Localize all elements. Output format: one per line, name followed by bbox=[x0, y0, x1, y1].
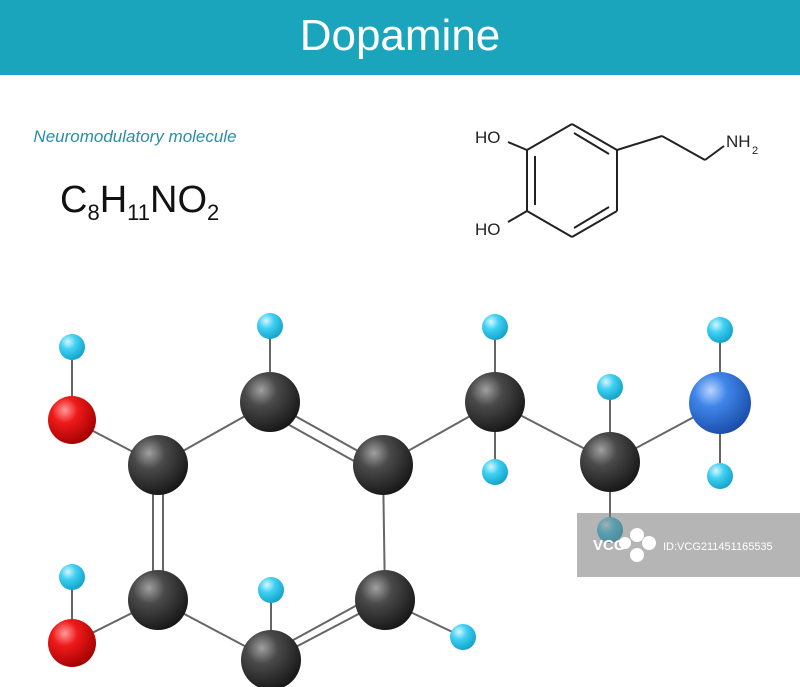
formula-carbon-count: 8 bbox=[87, 200, 100, 225]
hydrogen-atom-cb-top bbox=[597, 374, 623, 400]
ring-inner-bond-1 bbox=[573, 132, 610, 155]
chain-bond-2 bbox=[661, 135, 706, 161]
watermark-flower-icon bbox=[619, 528, 656, 562]
ring-bond-4 bbox=[571, 210, 618, 238]
formula-oxygen: O bbox=[177, 179, 208, 221]
watermark-logo: VCG bbox=[593, 537, 626, 554]
hydrogen-atom-ca-bottom bbox=[482, 459, 508, 485]
carbon-atom-c4 bbox=[241, 630, 301, 687]
formula-nitrogen: N bbox=[150, 179, 178, 221]
formula-hydrogen: H bbox=[99, 179, 128, 221]
carbon-atom-c2 bbox=[353, 435, 413, 495]
chemical-formula: C8H11NO2 bbox=[60, 176, 219, 224]
carbon-atom-c3 bbox=[355, 570, 415, 630]
formula-carbon: C bbox=[60, 179, 88, 221]
hydroxyl-label-top: HO bbox=[475, 128, 501, 147]
ring-bond-1 bbox=[526, 123, 573, 151]
chain-bond-3 bbox=[704, 145, 725, 161]
hydroxyl-label-bottom: HO bbox=[475, 220, 501, 239]
oxygen-atom-1 bbox=[48, 396, 96, 444]
ring-inner-bond-2 bbox=[573, 206, 610, 229]
page-title: Dopamine bbox=[299, 11, 501, 60]
hydrogen-atom-o1 bbox=[59, 334, 85, 360]
hydrogen-atom-ca-top bbox=[482, 314, 508, 340]
carbon-atom-ca bbox=[465, 372, 525, 432]
hydrogen-atom-c4 bbox=[258, 577, 284, 603]
carbon-atom-cb bbox=[580, 432, 640, 492]
ring-bond-2 bbox=[571, 123, 618, 151]
carbon-atom-c1 bbox=[240, 372, 300, 432]
nitrogen-atom bbox=[689, 372, 751, 434]
hydrogen-atom-c3 bbox=[450, 624, 476, 650]
hydrogen-atom-n-bottom bbox=[707, 463, 733, 489]
oxygen-atom-2 bbox=[48, 619, 96, 667]
hydrogen-atom-c1 bbox=[257, 313, 283, 339]
watermark-id: ID:VCG211451165535 bbox=[663, 541, 773, 553]
amine-label: NH bbox=[726, 132, 751, 151]
title-banner: Dopamine bbox=[0, 0, 800, 75]
carbon-atom-c6 bbox=[128, 435, 188, 495]
amine-subscript: 2 bbox=[752, 145, 758, 157]
molecule-description: Neuromodulatory molecule bbox=[33, 127, 237, 146]
hydroxyl-bond-top bbox=[507, 141, 528, 151]
chain-bond-1 bbox=[616, 135, 663, 151]
hydrogen-atom-n-top bbox=[707, 317, 733, 343]
hydrogen-atom-o2 bbox=[59, 564, 85, 590]
hydroxyl-bond-bottom bbox=[507, 210, 528, 223]
formula-hydrogen-count: 11 bbox=[127, 200, 150, 225]
watermark-overlay: VCG ID:VCG211451165535 bbox=[577, 513, 800, 577]
ring-bond-5 bbox=[526, 210, 573, 238]
formula-oxygen-count: 2 bbox=[207, 200, 220, 225]
carbon-atom-c5 bbox=[128, 570, 188, 630]
